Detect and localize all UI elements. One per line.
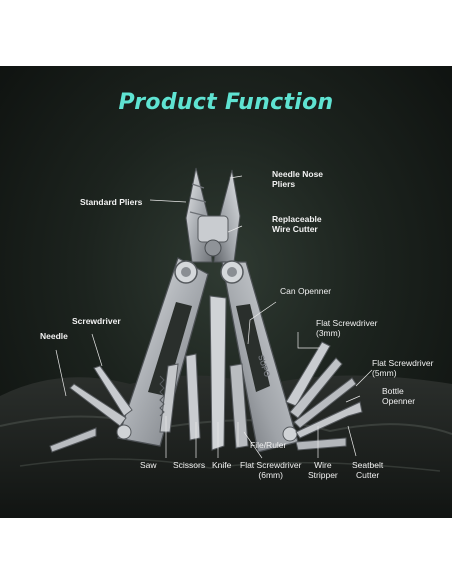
left-handle bbox=[116, 257, 209, 447]
scissors bbox=[185, 353, 201, 441]
label-seatbelt-cutter: Seatbelt Cutter bbox=[352, 460, 384, 480]
label-flat-screwdriver-5mm: Flat Screwdriver (5mm) bbox=[372, 358, 434, 378]
label-flat-screwdriver-3mm: Flat Screwdriver (3mm) bbox=[316, 318, 378, 338]
file-ruler bbox=[229, 363, 249, 449]
label-file-ruler: File/Ruler bbox=[250, 440, 287, 450]
knife-blade bbox=[209, 295, 227, 451]
product-panel: SUPO bbox=[0, 66, 452, 518]
leader-lines bbox=[55, 175, 373, 459]
pliers-jaws bbox=[185, 167, 241, 263]
page-title: Product Function bbox=[118, 90, 334, 115]
label-wire-stripper: Wire Stripper bbox=[308, 460, 338, 480]
multitool-illustration: SUPO bbox=[0, 167, 452, 518]
label-standard-pliers: Standard Pliers bbox=[80, 197, 143, 207]
label-needle: Needle bbox=[40, 331, 68, 341]
label-can-openner: Can Openner bbox=[280, 286, 332, 296]
right-tools-fan bbox=[285, 341, 363, 451]
label-replaceable-wire-cutter: Replaceable Wire Cutter bbox=[272, 214, 322, 234]
label-screwdriver: Screwdriver bbox=[72, 316, 121, 326]
label-scissors: Scissors bbox=[173, 460, 206, 470]
label-knife: Knife bbox=[212, 460, 232, 470]
label-needle-nose-pliers: Needle Nose Pliers bbox=[272, 169, 324, 189]
needle-tool bbox=[69, 383, 127, 427]
screwdriver-tool bbox=[93, 365, 133, 417]
label-flat-screwdriver-6mm: Flat Screwdriver (6mm) bbox=[240, 460, 302, 480]
label-saw: Saw bbox=[140, 460, 157, 470]
label-bottle-openner: Bottle Openner bbox=[382, 386, 416, 406]
